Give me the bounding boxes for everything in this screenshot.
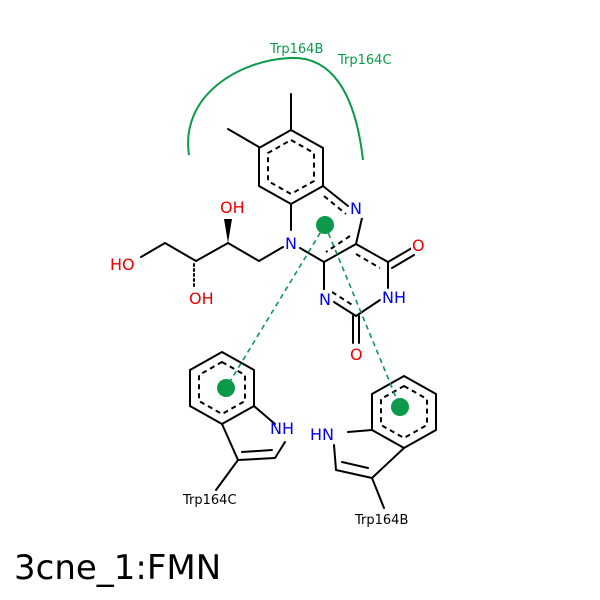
pyrazine-ring [290,185,363,263]
atom-n-ring-c: N [319,290,331,309]
ring-centroid [217,379,235,397]
residue-label: Trp164C [337,53,392,68]
atom-label-backgrounds [284,200,425,362]
hydrophobic-contact-arc [187,56,364,161]
pi-stacking-contacts [217,216,409,416]
residue-label: Trp164C [182,493,237,508]
diagram-title: 3cne_1:FMN [14,548,222,588]
carbonyl-bonds [352,247,415,344]
ribityl-chain [140,219,284,289]
atom-n-ring-b: N [350,199,362,218]
atom-indole-nh-right: HN [310,425,334,444]
atom-nh: NH [382,288,406,307]
ring-centroid [391,398,409,416]
atom-n-ring-a: N [285,234,297,253]
atom-ho: HO [110,255,135,274]
atom-o-lower: O [350,345,363,364]
methyl-bonds [227,93,292,148]
atom-oh-1: OH [220,198,245,217]
atom-oh-2: OH [189,289,214,308]
benzo-ring [258,128,324,206]
indole-left [189,350,286,491]
indole-right [333,374,437,509]
atom-indole-nh-left: NH [270,419,294,438]
ring-centroid [316,216,334,234]
atom-o-upper: O [412,236,425,255]
residue-label: Trp164B [269,42,323,57]
pyrimidine-ring [323,243,389,317]
residue-label: Trp164B [354,513,408,528]
